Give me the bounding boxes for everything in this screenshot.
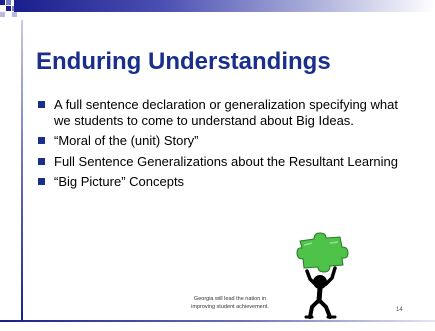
- header-band: [14, 0, 435, 12]
- bullet-text: “Moral of the (unit) Story”: [54, 133, 199, 148]
- corner-square: [0, 12, 5, 17]
- person-holding-puzzle-piece-icon: [296, 232, 349, 319]
- corner-square: [6, 0, 11, 5]
- footer-tagline: Georgia will lead the nation in improvin…: [160, 295, 300, 311]
- square-bullet-icon: [38, 178, 45, 185]
- corner-square: [6, 6, 11, 11]
- square-bullet-icon: [38, 157, 45, 165]
- left-rule: [21, 20, 23, 322]
- bullet-list: A full sentence declaration or generaliz…: [38, 97, 398, 195]
- bullet-item: “Big Picture” Concepts: [38, 174, 398, 190]
- footer-line: improving student achievement.: [191, 304, 269, 310]
- corner-square: [0, 0, 5, 5]
- bullet-item: Full Sentence Generalizations about the …: [38, 154, 398, 170]
- corner-square: [12, 12, 17, 17]
- footer-line: Georgia will lead the nation in: [193, 296, 267, 302]
- page-number: 14: [396, 307, 403, 313]
- bullet-item: A full sentence declaration or generaliz…: [38, 97, 398, 128]
- bullet-text: Full Sentence Generalizations about the …: [54, 153, 398, 169]
- bullet-text: “Big Picture” Concepts: [54, 174, 185, 189]
- square-bullet-icon: [38, 137, 45, 144]
- bottom-rule: [0, 320, 435, 322]
- square-bullet-icon: [38, 101, 45, 108]
- bullet-text: A full sentence declaration or generaliz…: [54, 97, 398, 128]
- bullet-item: “Moral of the (unit) Story”: [38, 133, 398, 149]
- slide-title: Enduring Understandings: [36, 48, 331, 75]
